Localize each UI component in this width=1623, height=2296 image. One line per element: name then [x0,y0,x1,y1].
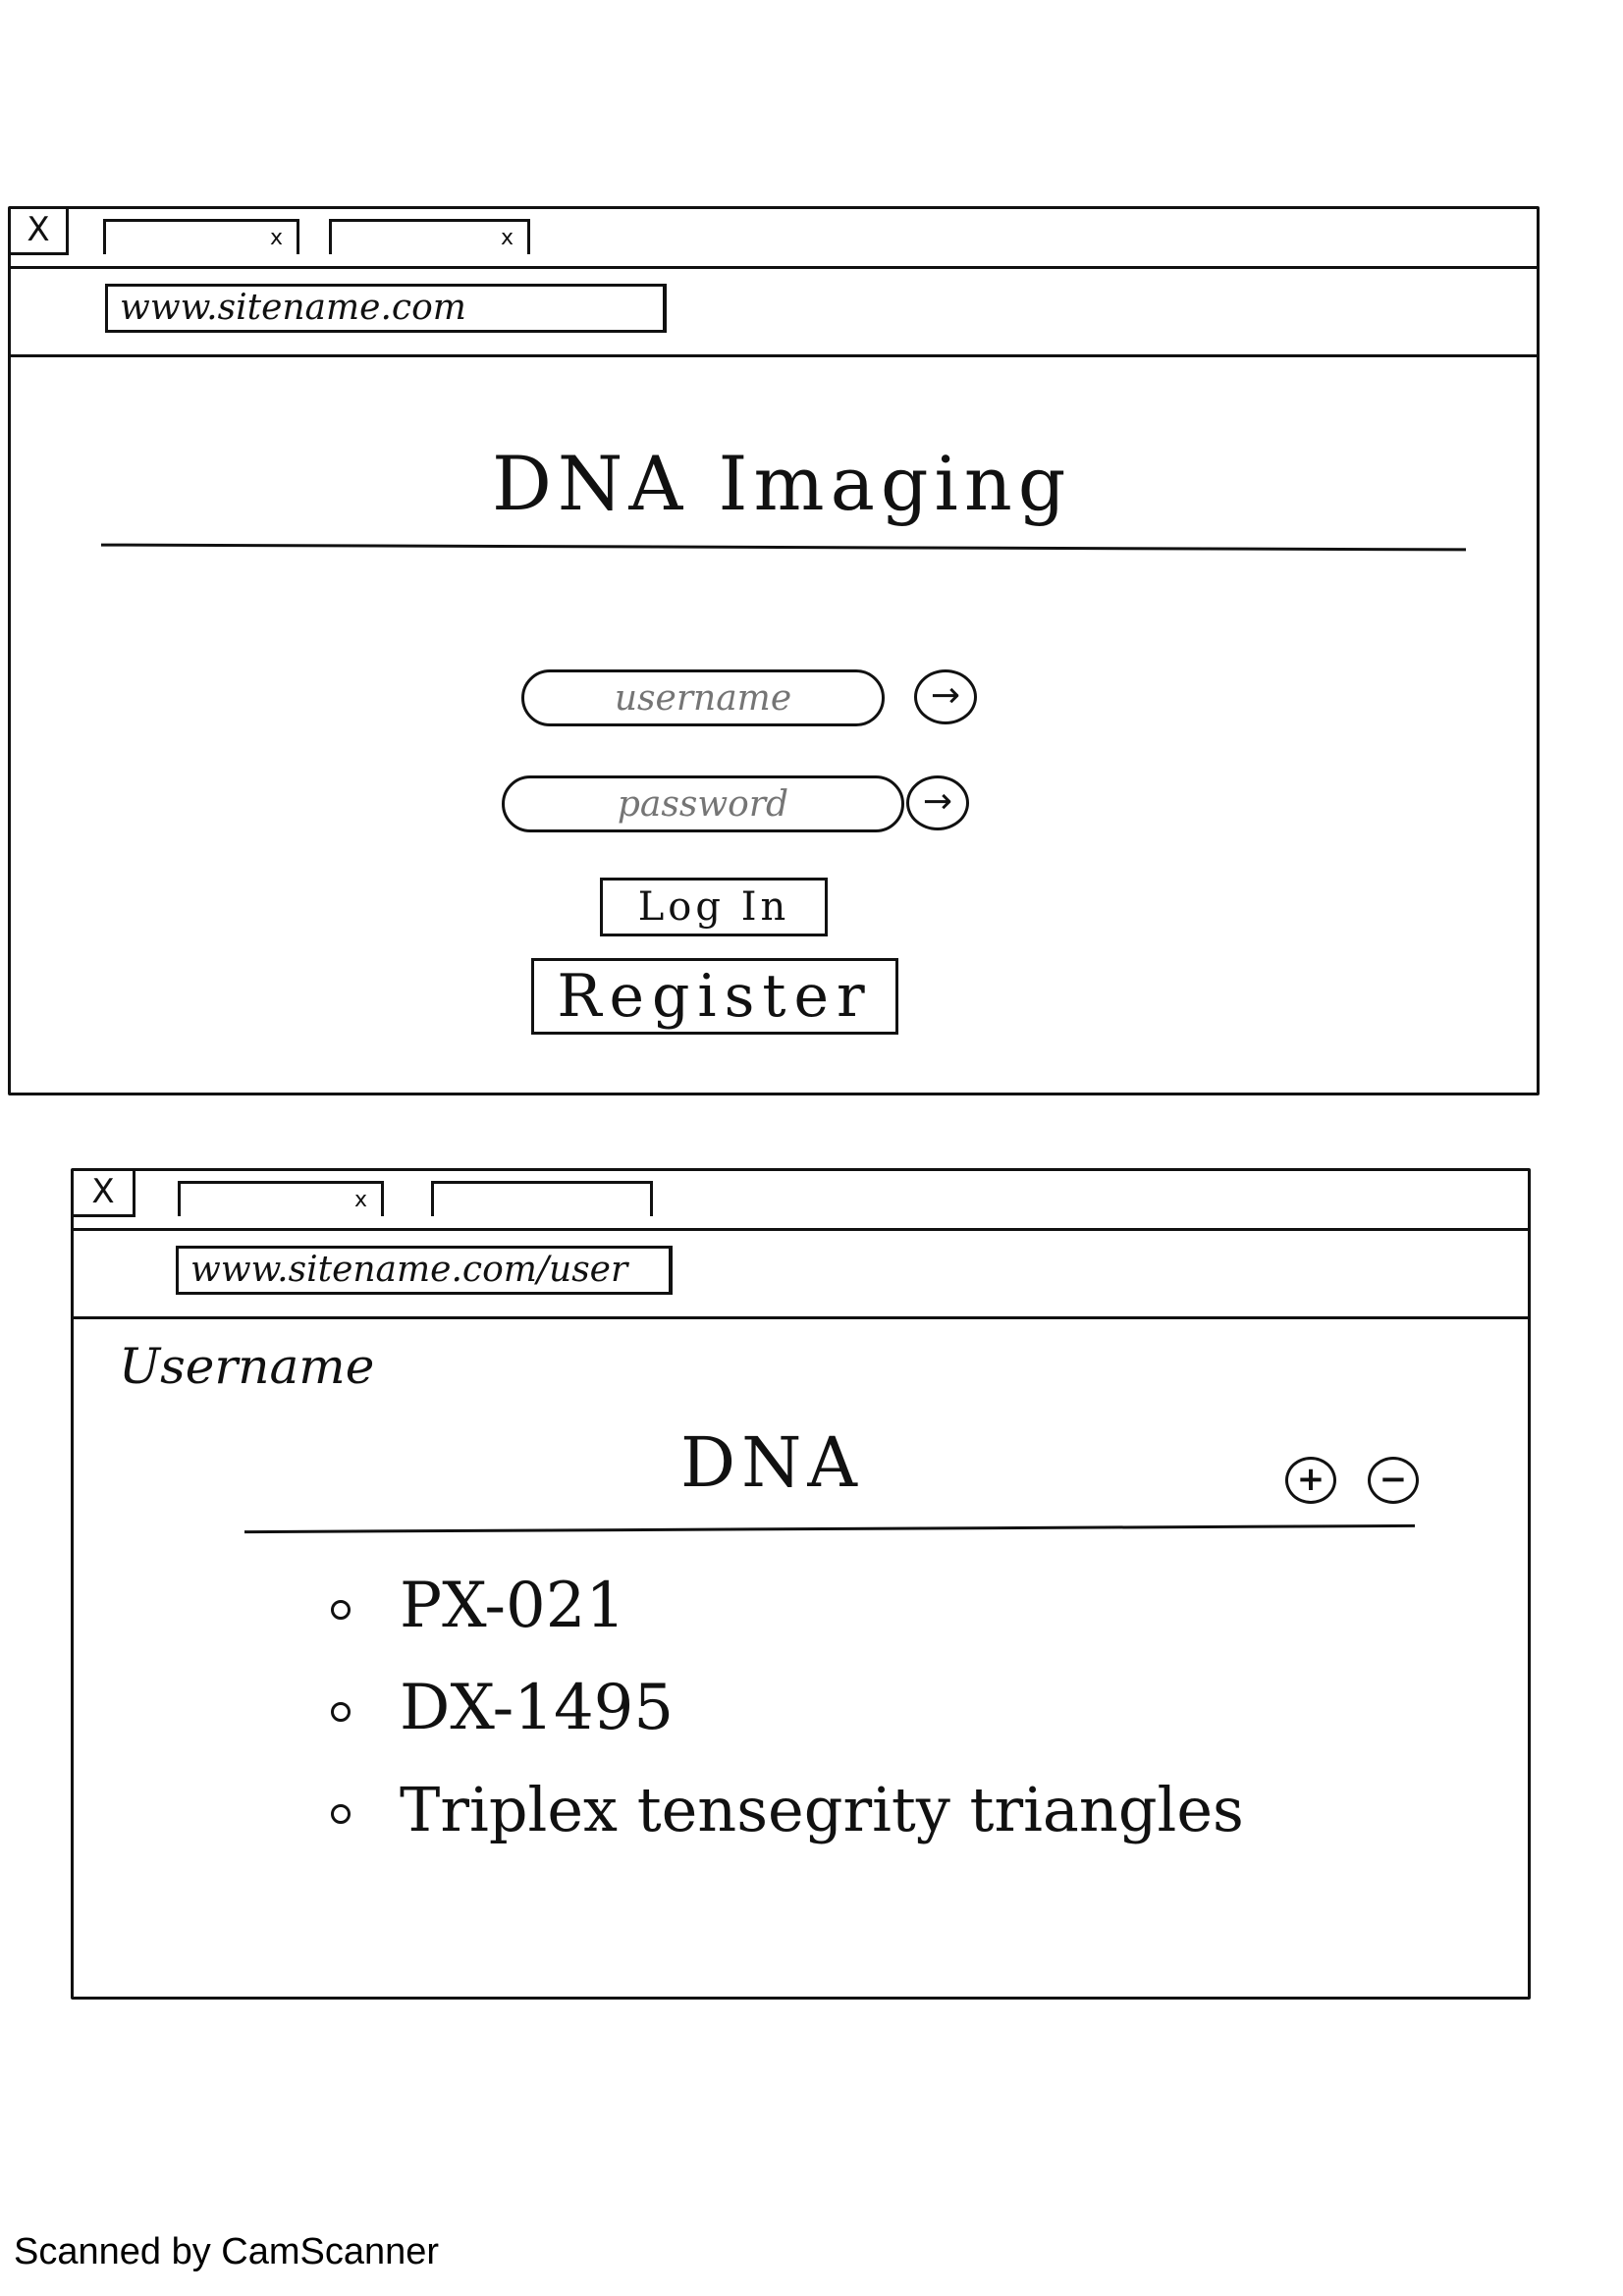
bullet-icon [331,1804,351,1824]
bullet-icon [331,1702,351,1722]
user-name-heading: Username [119,1338,375,1395]
tab-bar: X x x [11,209,1537,269]
dna-item-list: PX-021 DX-1495 Triplex tensegrity triang… [331,1555,1244,1861]
browser-tab-1[interactable]: x [178,1181,384,1216]
browser-tab-2[interactable]: x [329,219,530,254]
scanner-watermark: Scanned by CamScanner [14,2231,440,2272]
list-item-label: DX-1495 [400,1672,675,1744]
section-divider [244,1523,1415,1534]
browser-tab-1[interactable]: x [103,219,299,254]
page-title: DNA Imaging [492,440,1072,527]
login-button[interactable]: Log In [600,878,828,936]
title-divider [100,543,1467,552]
username-input[interactable] [521,669,885,726]
tab-bar: X x [74,1171,1528,1231]
plus-icon: + [1296,1460,1325,1499]
url-field[interactable]: www.sitename.com/user [176,1246,673,1295]
minus-icon: − [1379,1460,1408,1499]
tab-close-icon[interactable]: x [500,226,514,250]
add-item-button[interactable]: + [1285,1457,1336,1504]
address-bar: www.sitename.com [11,266,1537,357]
list-item-label: PX-021 [400,1570,626,1642]
password-input[interactable] [502,775,904,832]
tab-close-icon[interactable]: x [269,226,283,250]
login-browser-window: X x x www.sitename.com DNA Imaging → → L… [8,206,1540,1095]
url-field[interactable]: www.sitename.com [105,284,667,333]
username-submit-button[interactable]: → [914,669,977,724]
bullet-icon [331,1600,351,1620]
user-browser-window: X x www.sitename.com/user Username DNA +… [71,1168,1531,2000]
list-item[interactable]: PX-021 [331,1555,1244,1657]
register-button[interactable]: Register [531,958,898,1035]
tab-close-icon[interactable]: x [353,1188,367,1212]
arrow-right-icon: → [930,675,961,716]
login-page: DNA Imaging → → Log In Register [11,357,1537,1093]
address-bar: www.sitename.com/user [74,1228,1528,1319]
list-item[interactable]: Triplex tensegrity triangles [331,1759,1244,1861]
list-item[interactable]: DX-1495 [331,1657,1244,1759]
browser-tab-2[interactable] [431,1181,653,1216]
user-page: Username DNA + − PX-021 DX-1495 Triplex … [74,1319,1528,1997]
section-title: DNA [680,1422,863,1503]
list-item-label: Triplex tensegrity triangles [400,1774,1244,1845]
window-close-button[interactable]: X [11,209,69,255]
close-icon: X [91,1172,115,1211]
close-icon: X [27,210,50,249]
remove-item-button[interactable]: − [1368,1457,1419,1504]
arrow-right-icon: → [922,781,953,822]
window-close-button[interactable]: X [74,1171,135,1217]
password-submit-button[interactable]: → [906,775,969,830]
